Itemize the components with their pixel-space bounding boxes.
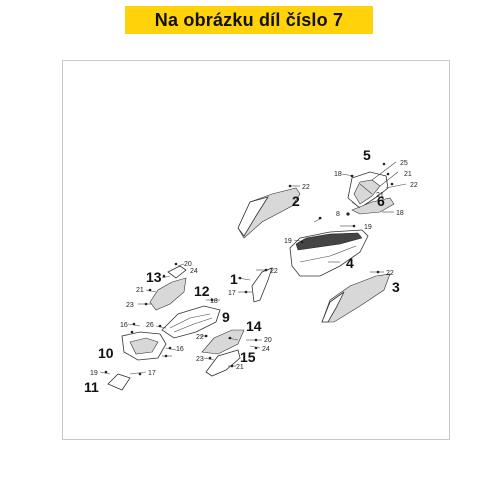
label-21: 21 <box>404 171 412 178</box>
label-23: 23 <box>196 356 204 363</box>
callout-3: 3 <box>392 279 400 295</box>
label-20: 20 <box>184 261 192 268</box>
callout-2: 2 <box>292 193 300 209</box>
label-24: 24 <box>262 346 270 353</box>
fastener-dots <box>104 162 394 376</box>
label-18: 18 <box>334 171 342 178</box>
part-9-floorboard <box>161 305 221 339</box>
label-8: 8 <box>336 211 340 218</box>
label-22: 22 <box>302 184 310 191</box>
callout-15: 15 <box>240 349 256 365</box>
callout-11: 11 <box>84 379 99 395</box>
label-19: 19 <box>364 224 372 231</box>
callout-12: 12 <box>194 283 210 299</box>
label-22: 22 <box>270 268 278 275</box>
part-1-bracket <box>251 267 273 303</box>
label-18: 18 <box>396 210 404 217</box>
title-banner: Na obrázku díl číslo 7 <box>125 6 373 34</box>
label-16: 16 <box>176 346 184 353</box>
part-15-lower-trim <box>205 349 241 377</box>
part-12-inner-panel <box>149 277 187 311</box>
part-6-tail-panel <box>351 197 395 215</box>
diagram-frame <box>62 60 450 440</box>
label-25: 25 <box>400 160 408 167</box>
label-22: 22 <box>410 182 418 189</box>
callout-10: 10 <box>98 345 114 361</box>
callout-13: 13 <box>146 269 162 285</box>
label-24: 24 <box>190 268 198 275</box>
label-21: 21 <box>236 364 244 371</box>
label-19: 19 <box>90 370 98 377</box>
banner-title: Na obrázku díl číslo 7 <box>154 9 344 30</box>
label-26: 26 <box>146 322 154 329</box>
callout-14: 14 <box>246 318 262 334</box>
part-14-lower-cover <box>201 329 245 355</box>
label-20: 20 <box>264 337 272 344</box>
label-19: 19 <box>284 238 292 245</box>
label-16: 16 <box>120 322 128 329</box>
callout-9: 9 <box>222 309 230 325</box>
leader-lines <box>99 161 407 375</box>
callout-4: 4 <box>346 255 354 271</box>
label-17: 17 <box>148 370 156 377</box>
part-4-storage-box <box>289 229 369 277</box>
label-17: 17 <box>228 290 236 297</box>
part-11-plate <box>107 373 131 391</box>
callout-6: 6 <box>377 193 385 209</box>
label-22: 22 <box>196 334 204 341</box>
label-23: 23 <box>126 302 134 309</box>
callout-1: 1 <box>230 271 238 287</box>
label-18: 18 <box>210 298 218 305</box>
part-13-clip <box>167 265 187 279</box>
part-2-side-cover <box>237 187 301 239</box>
part-10-front-cover <box>121 331 167 361</box>
callout-5: 5 <box>363 147 371 163</box>
label-21: 21 <box>376 192 384 199</box>
part-3-side-cover <box>321 273 391 323</box>
label-21: 21 <box>136 287 144 294</box>
label-22: 22 <box>386 270 394 277</box>
